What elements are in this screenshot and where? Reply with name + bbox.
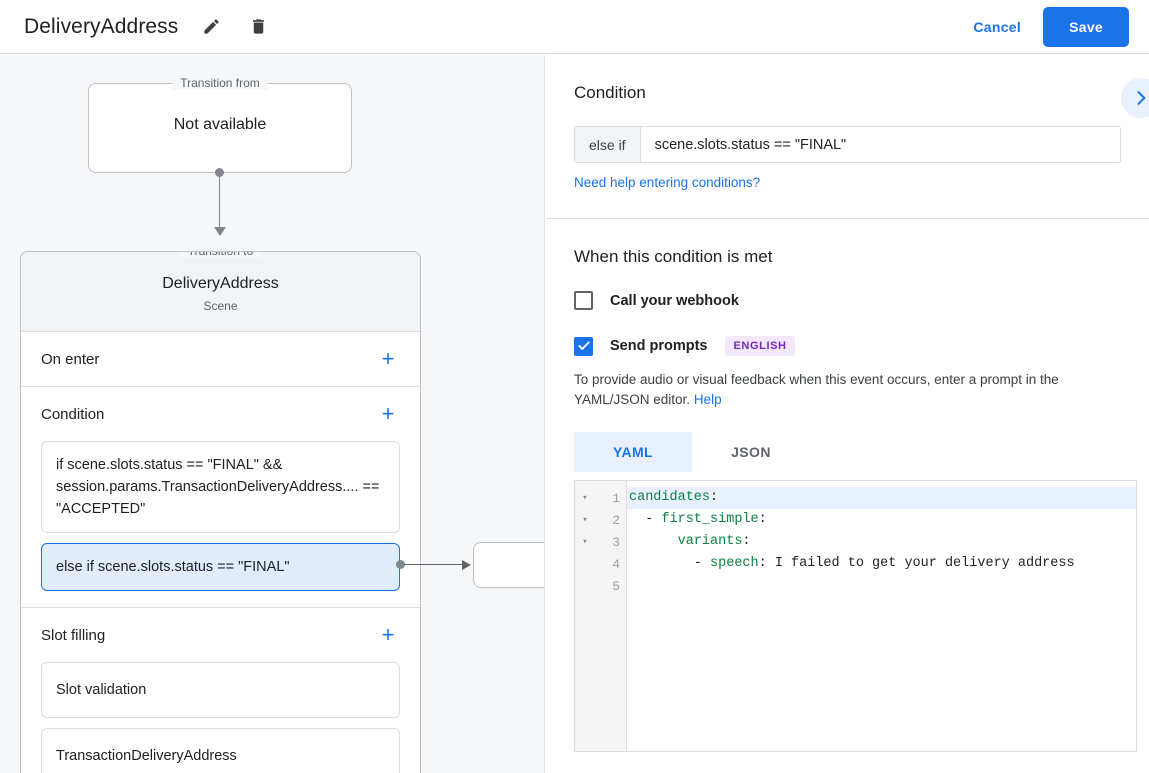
condition-field[interactable]: else if (574, 126, 1121, 163)
condition-chip-if[interactable]: if scene.slots.status == "FINAL" && sess… (41, 441, 400, 533)
editor-code-area[interactable]: candidates: - first_simple: variants: - … (627, 481, 1136, 751)
call-webhook-label: Call your webhook (610, 292, 739, 309)
condition-output-line (404, 564, 464, 565)
editor-line-number: 5 (612, 578, 620, 594)
editor-code-line[interactable]: - first_simple: (629, 512, 767, 527)
when-condition-met-section: When this condition is met Call your web… (546, 219, 1149, 752)
connector-line (219, 173, 220, 229)
transition-to-node[interactable]: Transition to DeliveryAddress Scene On e… (20, 251, 421, 773)
connector-dot (215, 168, 224, 177)
top-bar-actions: Cancel Save (961, 6, 1149, 47)
condition-input[interactable] (640, 127, 1120, 162)
when-condition-met-heading: When this condition is met (574, 247, 773, 266)
condition-prefix-label: else if (575, 127, 641, 162)
condition-help-link[interactable]: Need help entering conditions? (574, 175, 761, 190)
next-node-partial[interactable] (473, 542, 544, 588)
save-button[interactable]: Save (1043, 6, 1129, 47)
editor-line-number: 2 (612, 512, 620, 528)
send-prompts-row[interactable]: Send prompts ENGLISH (574, 336, 1121, 356)
slot-chip-transaction-delivery-address[interactable]: TransactionDeliveryAddress (41, 728, 400, 773)
send-prompts-label: Send prompts (610, 338, 708, 354)
language-badge: ENGLISH (725, 336, 795, 356)
editor-gutter-line: 4 (575, 553, 626, 575)
editor-gutter-line: ▾3 (575, 531, 626, 553)
flow-canvas[interactable]: Transition from Not available Transition… (0, 55, 545, 773)
add-condition-button[interactable]: + (381, 401, 395, 426)
page-title: DeliveryAddress (24, 14, 179, 38)
transition-from-node[interactable]: Transition from Not available (88, 76, 352, 173)
add-on-enter-button[interactable]: + (381, 346, 395, 371)
prompts-help-link[interactable]: Help (693, 392, 722, 407)
add-slot-filling-button[interactable]: + (381, 622, 395, 647)
chevron-right-icon[interactable] (1121, 78, 1149, 118)
section-title-slot-filling: Slot filling (41, 626, 106, 644)
pencil-icon[interactable] (196, 12, 226, 42)
condition-chip-else-if[interactable]: else if scene.slots.status == "FINAL" (41, 543, 400, 591)
section-title-condition: Condition (41, 405, 105, 423)
section-on-enter: On enter + (21, 332, 420, 387)
fold-arrow-icon[interactable]: ▾ (582, 537, 588, 547)
scene-subtitle: Scene (203, 299, 238, 313)
editor-gutter-line: ▾2 (575, 509, 626, 531)
webhook-row[interactable]: Call your webhook (574, 291, 1121, 310)
section-header-condition: Condition + (41, 387, 400, 441)
editor-code-line[interactable]: - speech: I failed to get your delivery … (629, 556, 1075, 571)
editor-line-number: 1 (612, 490, 620, 506)
section-condition: Condition + if scene.slots.status == "FI… (21, 387, 420, 608)
editor-line-number: 4 (612, 556, 620, 572)
transition-to-legend: Transition to (179, 252, 262, 258)
section-title-on-enter: On enter (41, 350, 100, 368)
send-prompts-checkbox[interactable] (574, 336, 593, 356)
fold-arrow-icon[interactable]: ▾ (582, 515, 588, 525)
editor-code-line[interactable]: candidates: (627, 487, 1136, 509)
trash-icon[interactable] (243, 12, 273, 42)
condition-heading: Condition (574, 83, 646, 102)
tab-yaml[interactable]: YAML (574, 432, 692, 472)
transition-from-legend: Transition from (172, 76, 268, 90)
cancel-button[interactable]: Cancel (961, 10, 1033, 44)
scene-name: DeliveryAddress (162, 275, 279, 292)
condition-output-arrow-icon (462, 560, 471, 570)
prompts-helper-sentence: To provide audio or visual feedback when… (574, 372, 1059, 407)
editor-code-line[interactable] (627, 575, 1136, 597)
editor-line-number: 3 (612, 534, 620, 550)
section-slot-filling: Slot filling + Slot validation Transacti… (21, 608, 420, 773)
fold-arrow-icon[interactable]: ▾ (582, 493, 588, 503)
tab-json[interactable]: JSON (731, 444, 771, 460)
section-header-on-enter: On enter + (41, 332, 400, 386)
condition-section: Condition else if Need help entering con… (546, 55, 1149, 218)
section-header-slot-filling: Slot filling + (41, 608, 400, 662)
condition-output-dot (396, 560, 405, 569)
editor-tabs: YAML JSON (574, 432, 1121, 472)
connector-arrow-icon (214, 227, 226, 236)
editor-gutter-line: 5 (575, 575, 626, 597)
transition-from-title: Not available (173, 116, 267, 133)
editor-gutter-line: ▾1 (575, 487, 626, 509)
scene-header: DeliveryAddress Scene (21, 252, 420, 332)
editor-code-line[interactable]: variants: (677, 534, 751, 549)
prompts-helper-text: To provide audio or visual feedback when… (574, 370, 1121, 410)
call-webhook-checkbox[interactable] (574, 291, 593, 310)
detail-panel: Condition else if Need help entering con… (546, 55, 1149, 773)
panel-divider (546, 218, 1149, 219)
slot-chip-validation[interactable]: Slot validation (41, 662, 400, 718)
top-bar: DeliveryAddress Cancel Save (0, 0, 1149, 54)
